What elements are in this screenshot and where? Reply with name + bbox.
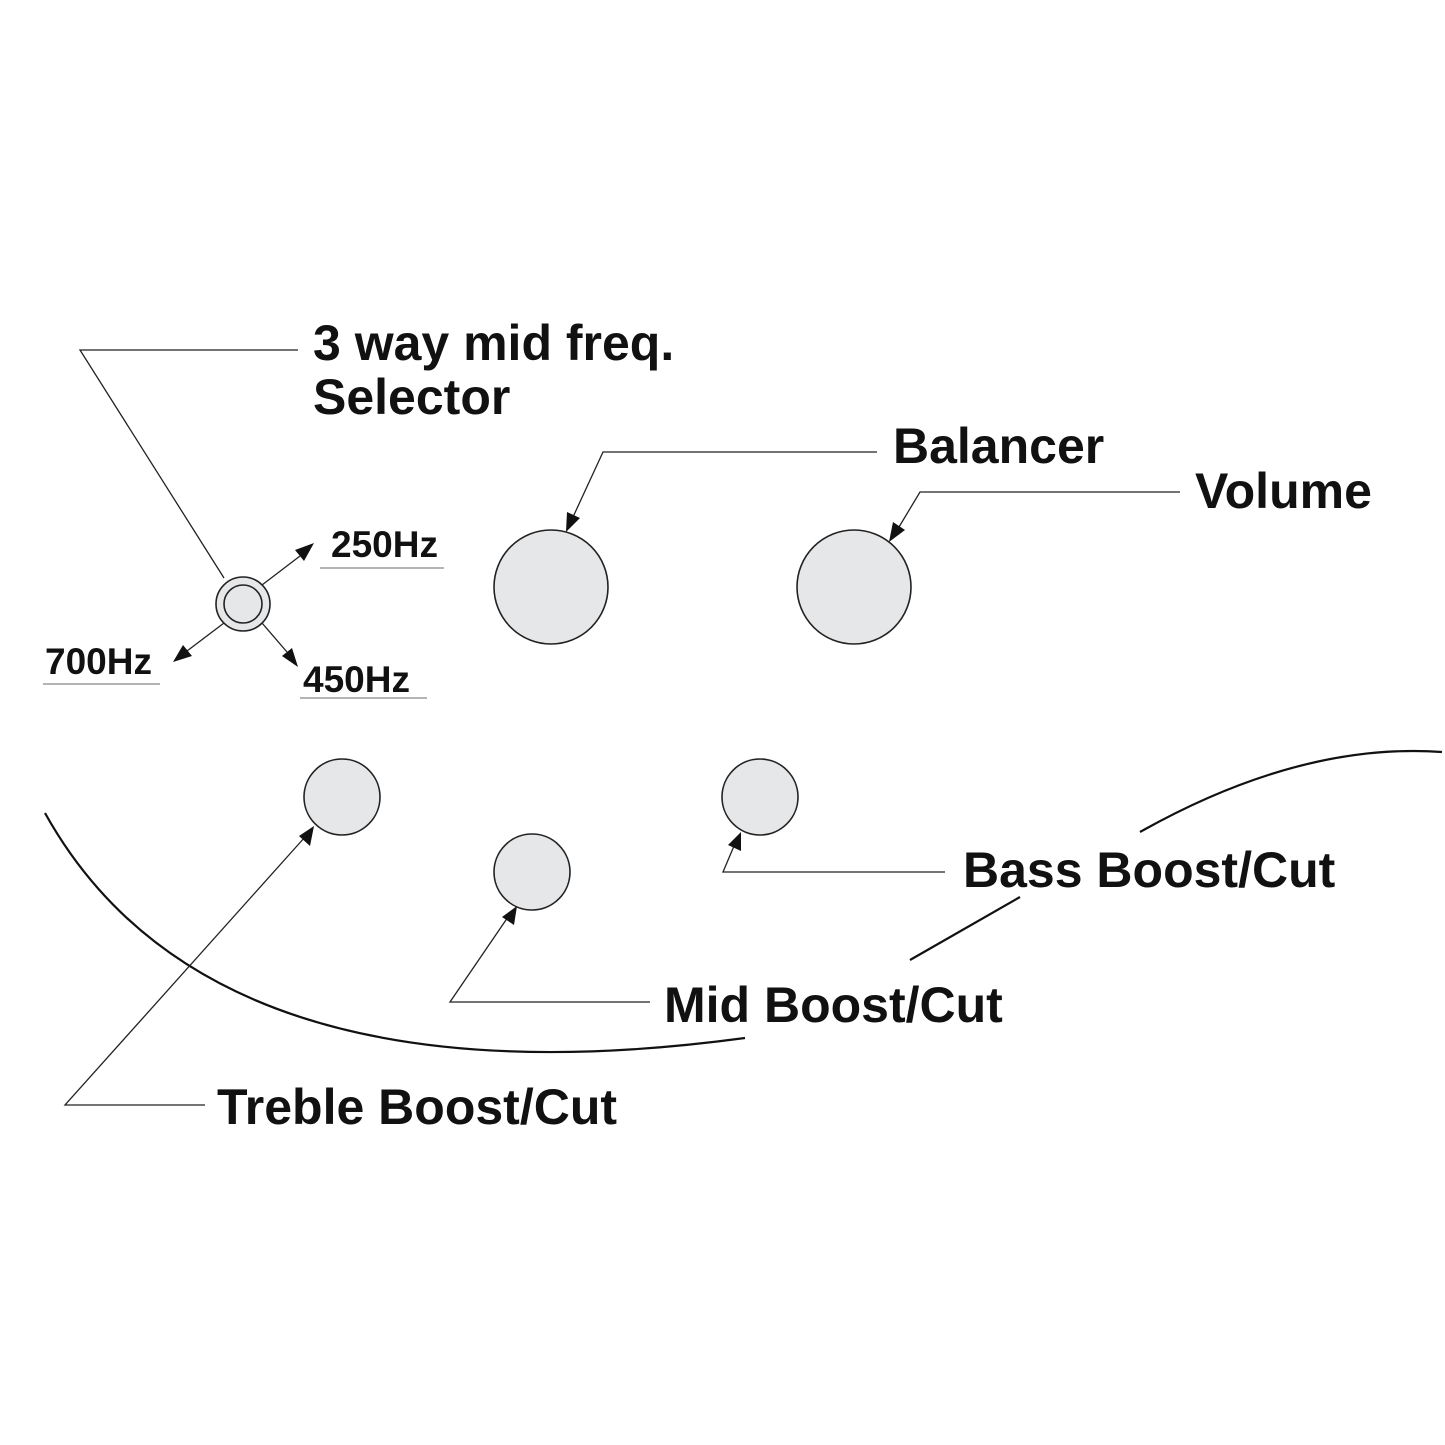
treble-label: Treble Boost/Cut	[217, 1079, 617, 1135]
volume-leader	[889, 491, 1180, 542]
balancer-leader	[566, 451, 877, 532]
treble-knob	[303, 758, 381, 836]
mid-knob	[493, 833, 571, 911]
balancer-knob	[493, 529, 609, 645]
arrow-700hz	[173, 622, 225, 662]
bass-label: Bass Boost/Cut	[963, 842, 1336, 898]
selector-leader-line	[78, 349, 298, 579]
arrow-450hz	[261, 622, 298, 667]
selector-label-line2: Selector	[313, 369, 510, 425]
volume-label: Volume	[1195, 463, 1372, 519]
arrow-250hz	[261, 543, 314, 586]
freq-label-450hz: 450Hz	[303, 659, 410, 700]
mid-leader	[448, 906, 650, 1003]
balancer-label: Balancer	[893, 418, 1104, 474]
mid-label: Mid Boost/Cut	[664, 977, 1003, 1033]
freq-label-250hz: 250Hz	[331, 524, 438, 565]
body-outline-right-curve	[1139, 749, 1443, 833]
bass-leader	[722, 832, 945, 873]
body-outline-left-curve	[44, 812, 746, 1054]
volume-knob	[796, 529, 912, 645]
treble-leader	[63, 826, 314, 1106]
freq-label-700hz: 700Hz	[45, 641, 152, 682]
selector-label-line1: 3 way mid freq.	[313, 315, 674, 371]
mid-freq-selector-switch	[215, 576, 271, 632]
body-outline-right-segment	[909, 896, 1021, 961]
bass-knob	[721, 758, 799, 836]
